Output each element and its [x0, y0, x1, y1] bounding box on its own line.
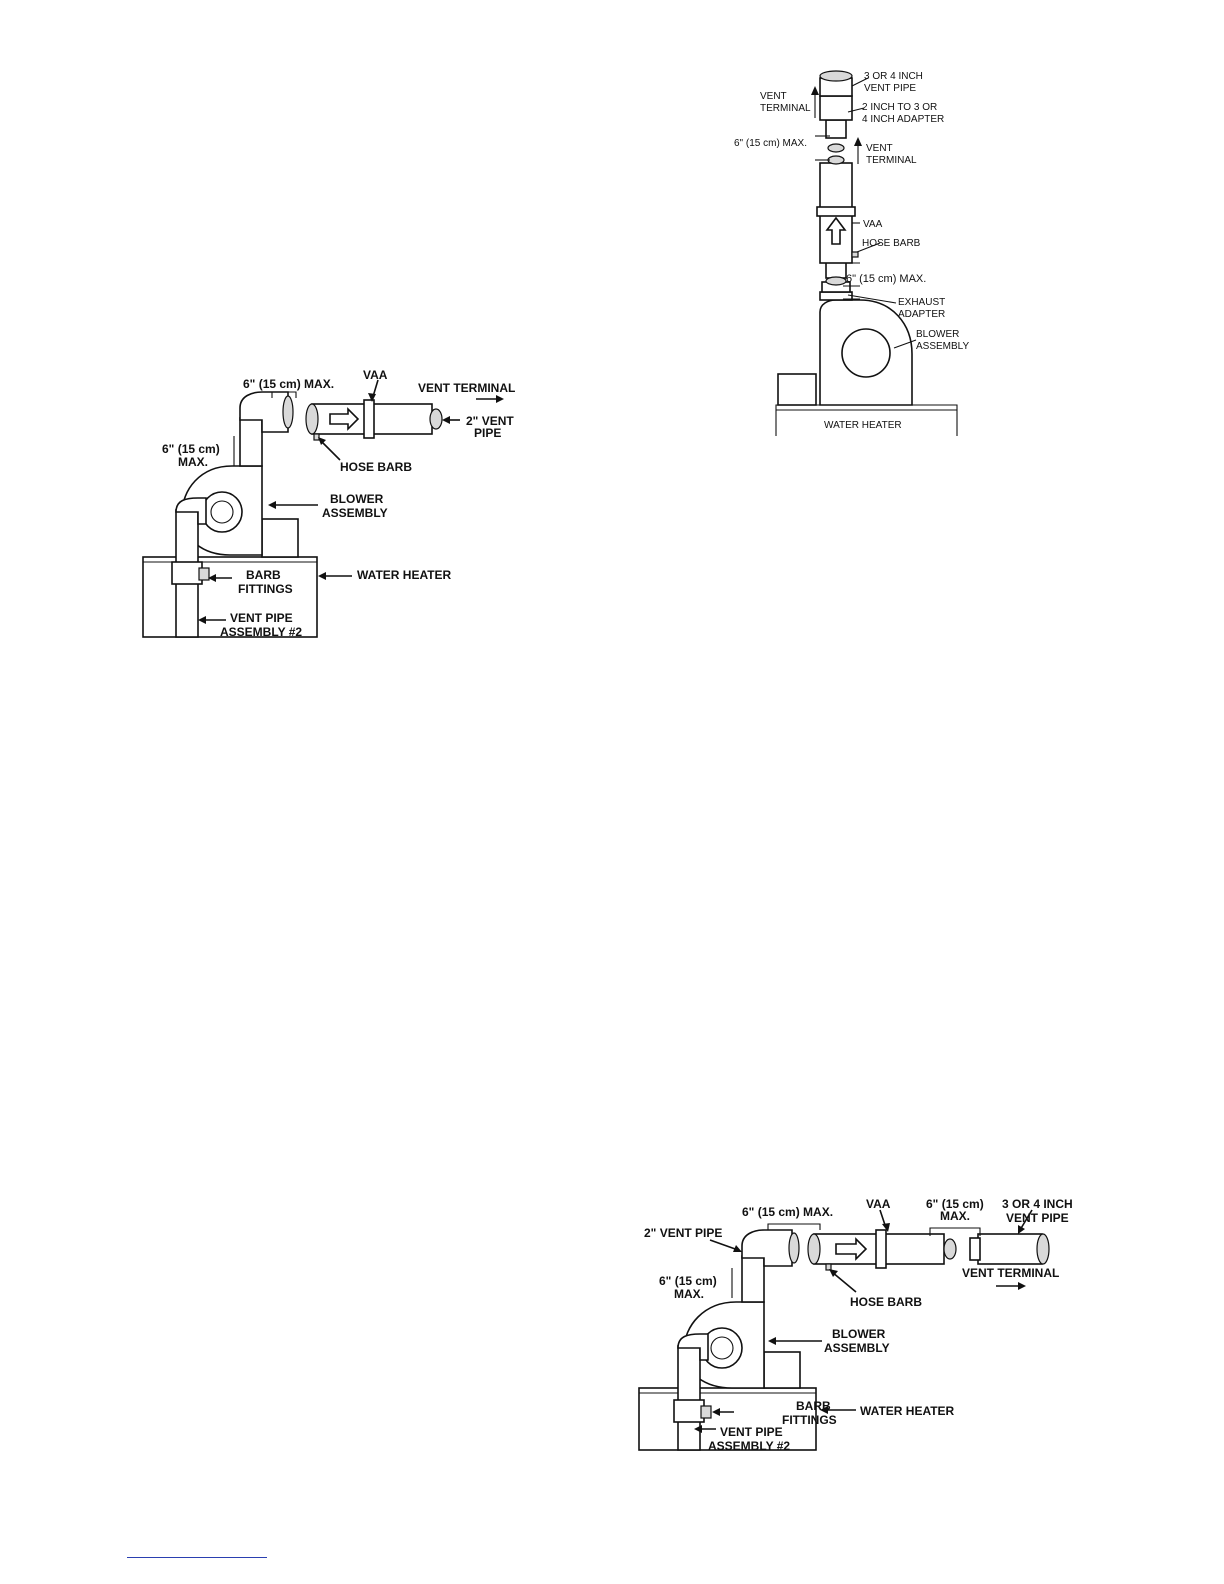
label-6in-right-max: MAX. — [940, 1209, 970, 1223]
label-vent-pipe: VENT PIPE — [230, 611, 293, 625]
label-hose-barb: HOSE BARB — [340, 460, 412, 474]
label-blower: BLOWER — [330, 492, 384, 506]
barb-fittings — [700, 1405, 712, 1419]
footer-rule — [127, 1557, 267, 1558]
elbow-fitting — [741, 1229, 793, 1267]
label-exhaust: EXHAUST — [898, 297, 945, 308]
label-vaa: VAA — [866, 1197, 891, 1211]
label-adapter-2: 4 INCH ADAPTER — [862, 114, 944, 125]
flow-arrow-icon — [835, 1237, 868, 1261]
label-6in-side: 6" (15 cm) — [162, 442, 220, 456]
label-vaa: VAA — [363, 368, 388, 382]
label-terminal-left: TERMINAL — [760, 103, 811, 114]
label-barb-fittings: FITTINGS — [782, 1413, 837, 1427]
label-barb-fittings: FITTINGS — [238, 582, 293, 596]
label-vent-terminal: VENT TERMINAL — [418, 381, 515, 395]
label-2in-vent: 2" VENT — [466, 414, 514, 428]
label-vent-left: VENT — [760, 91, 787, 102]
label-6in-side-max: MAX. — [674, 1287, 704, 1301]
label-blower-assembly: ASSEMBLY — [322, 506, 388, 520]
label-blower-assembly: ASSEMBLY — [916, 341, 969, 352]
vent-pipe-assembly-2 — [677, 1345, 701, 1451]
label-barb: BARB — [246, 568, 281, 582]
label-3or4-inch: 3 OR 4 INCH — [1002, 1197, 1073, 1211]
label-6in-side-max: MAX. — [178, 455, 208, 469]
label-2in-vent-pipe: PIPE — [474, 426, 501, 440]
vent-pipe-3or4 — [977, 1233, 1043, 1265]
dim-bracket-top — [271, 391, 297, 398]
label-water-heater: WATER HEATER — [357, 568, 452, 582]
label-6in-max-upper: 6" (15 cm) MAX. — [734, 138, 807, 149]
label-3or4-vent-pipe: VENT PIPE — [864, 83, 916, 94]
label-vaa: VAA — [863, 219, 883, 230]
label-vent-pipe-assembly: ASSEMBLY #2 — [708, 1439, 790, 1453]
label-vent-right: VENT — [866, 143, 893, 154]
barb-fittings — [198, 567, 210, 581]
barb-tee — [673, 1399, 705, 1423]
label-6in-max-top: 6" (15 cm) MAX. — [742, 1205, 833, 1219]
exhaust-riser — [741, 1255, 765, 1303]
label-6in-side: 6" (15 cm) — [659, 1274, 717, 1288]
label-6in-right: 6" (15 cm) — [926, 1197, 984, 1211]
label-blower: BLOWER — [832, 1327, 886, 1341]
hose-barb — [825, 1263, 832, 1271]
elbow-fitting — [239, 391, 289, 433]
label-vent-pipe-assembly: ASSEMBLY #2 — [220, 625, 302, 639]
label-3or4-vent-pipe: VENT PIPE — [1006, 1211, 1069, 1225]
flow-arrow-icon — [825, 216, 847, 245]
label-terminal-right: TERMINAL — [866, 155, 917, 166]
hose-barb — [313, 433, 320, 441]
label-6in-max-lower: 6" (15 cm) MAX. — [846, 273, 926, 285]
label-blower: BLOWER — [916, 329, 959, 340]
label-hose-barb: HOSE BARB — [862, 238, 921, 249]
water-heater-body — [638, 1387, 817, 1451]
label-adapter: 2 INCH TO 3 OR — [862, 102, 937, 113]
label-2in-vent-pipe: 2" VENT PIPE — [644, 1226, 722, 1240]
flow-arrow-icon — [329, 407, 360, 431]
control-box — [777, 373, 817, 406]
label-water-heater: WATER HEATER — [860, 1404, 955, 1418]
label-water-heater: WATER HEATER — [824, 420, 902, 431]
control-box — [763, 1351, 801, 1389]
label-3or4-inch: 3 OR 4 INCH — [864, 71, 923, 82]
dim-bracket-right — [929, 1227, 981, 1236]
label-barb: BARB — [796, 1399, 831, 1413]
hose-barb — [851, 251, 859, 258]
dim-bracket-top — [767, 1223, 821, 1230]
label-blower-assembly: ASSEMBLY — [824, 1341, 890, 1355]
label-hose-barb: HOSE BARB — [850, 1295, 922, 1309]
label-vent-terminal: VENT TERMINAL — [962, 1266, 1059, 1280]
label-6in-max-top: 6" (15 cm) MAX. — [243, 377, 334, 391]
label-exhaust-adapter: ADAPTER — [898, 309, 945, 320]
blower-hub — [841, 328, 891, 378]
label-vent-pipe: VENT PIPE — [720, 1425, 783, 1439]
